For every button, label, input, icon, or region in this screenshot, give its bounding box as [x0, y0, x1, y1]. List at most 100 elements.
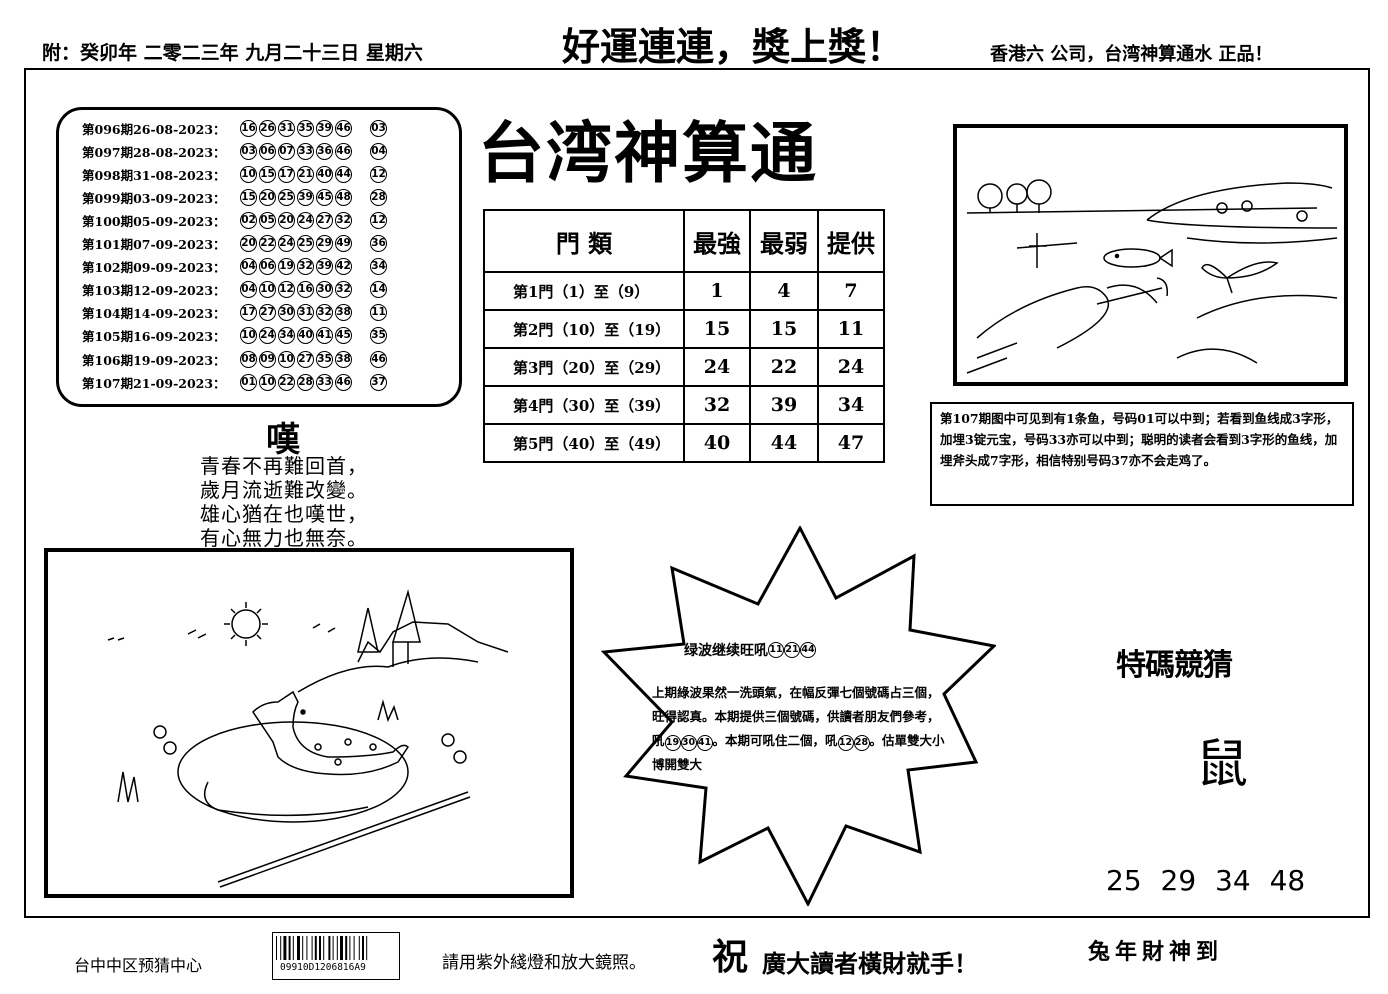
special-ball: 11 — [370, 304, 387, 322]
number-ball: 34 — [278, 327, 295, 345]
number-ball: 07 — [278, 142, 295, 160]
number-ball: 48 — [335, 188, 352, 206]
number-ball: 04 — [240, 258, 257, 276]
draw-label: 第099期03-09-2023： — [82, 190, 226, 206]
weak-cell: 22 — [749, 347, 819, 387]
number-ball: 30 — [680, 735, 697, 751]
draw-label: 第101期07-09-2023： — [82, 237, 226, 252]
draw-label: 第102期09-09-2023： — [82, 260, 226, 276]
number-ball: 21 — [784, 642, 800, 658]
number-ball: 21 — [297, 165, 314, 183]
number-ball: 15 — [259, 165, 276, 183]
puzzle-picture — [953, 124, 1348, 386]
number-ball: 28 — [297, 373, 314, 391]
number-ball: 39 — [297, 188, 314, 206]
number-ball: 24 — [297, 211, 314, 229]
poem-title: 嘆 — [266, 420, 300, 460]
special-ball: 34 — [370, 258, 387, 276]
number-ball: 38 — [335, 350, 352, 368]
offer-cell: 11 — [817, 309, 885, 349]
guess-animal: 鼠 — [1196, 735, 1249, 795]
star-text: 。估單雙大小 博開雙大 — [652, 733, 945, 772]
number-ball: 40 — [316, 165, 333, 183]
number-ball: 35 — [316, 350, 333, 368]
number-ball: 02 — [240, 211, 257, 229]
star-text: 上期綠波果然一洗頭氣，在幅反彈七個號碼占三個，旺得認真。本期提供三個號碼，供讀者… — [652, 685, 940, 748]
weak-cell: 4 — [749, 271, 819, 311]
number-ball: 04 — [240, 281, 257, 299]
table-row: 第4門（30）至（39） 32 39 34 — [483, 385, 885, 425]
header-slogan: 好運連連，獎上獎！ — [562, 25, 905, 69]
draw-label: 第104期14-09-2023： — [82, 306, 226, 322]
offer-cell: 47 — [817, 423, 885, 463]
strong-cell: 1 — [683, 271, 751, 311]
number-ball: 46 — [335, 119, 352, 137]
poem: 青春不再難回首， 歲月流逝難改變。 雄心猶在也嘆世， 有心無力也無奈。 — [200, 454, 368, 550]
footer-right: 兔年財神到 — [1088, 939, 1224, 965]
star-burst — [600, 526, 996, 906]
number-ball: 01 — [240, 373, 257, 391]
deer-drawing — [107, 589, 509, 888]
number-ball: 10 — [240, 165, 257, 183]
footer-zhu: 祝 — [712, 937, 749, 978]
gate-cell: 第2門（10）至（19） — [483, 309, 685, 349]
footer-notice: 請用紫外綫燈和放大鏡照。 — [442, 953, 646, 973]
header-date: 附：癸卯年 二零二三年 九月二十三日 星期六 — [42, 42, 423, 64]
footer-left: 台中中区预猜中心 — [74, 956, 203, 975]
special-ball: 36 — [370, 235, 387, 252]
puzzle-drawing — [966, 179, 1338, 374]
number-ball: 36 — [316, 142, 333, 160]
number-ball: 32 — [297, 258, 314, 276]
draw-label: 第098期31-08-2023： — [82, 167, 226, 183]
number-ball: 17 — [278, 165, 295, 183]
number-ball: 45 — [335, 327, 352, 345]
number-ball: 06 — [259, 258, 276, 276]
number-ball: 11 — [768, 642, 784, 658]
offer-cell: 7 — [817, 271, 885, 311]
star-title: 绿波继续旺吼 11 21 44 — [684, 640, 816, 660]
barcode-icon — [276, 936, 368, 960]
strong-cell: 40 — [683, 423, 751, 463]
special-ball: 46 — [370, 350, 387, 368]
draw-label: 第100期05-09-2023： — [82, 213, 226, 229]
number-ball: 05 — [259, 211, 276, 229]
gate-cell: 第1門（1）至（9） — [483, 271, 685, 311]
number-ball: 30 — [316, 281, 333, 299]
number-ball: 26 — [259, 119, 276, 137]
star-body: 上期綠波果然一洗頭氣，在幅反彈七個號碼占三個，旺得認真。本期提供三個號碼，供讀者… — [652, 681, 946, 777]
guess-numbers: 25 29 34 48 — [1106, 864, 1306, 897]
special-ball: 03 — [370, 119, 387, 137]
number-ball: 49 — [335, 235, 352, 252]
puzzle-explanation: 第107期图中可见到有1条鱼，号码01可以中到；若看到鱼线成3字形，加埋3锭元宝… — [930, 402, 1354, 506]
number-ball: 42 — [335, 258, 352, 276]
number-ball: 17 — [240, 304, 257, 322]
number-ball: 12 — [278, 281, 295, 299]
header-weak: 最弱 — [749, 209, 819, 273]
special-ball: 37 — [370, 373, 387, 391]
number-ball: 44 — [335, 165, 352, 183]
weak-cell: 39 — [749, 385, 819, 425]
number-ball: 28 — [853, 735, 870, 751]
number-ball: 27 — [316, 211, 333, 229]
barcode-number: 09910D1206816A9 — [280, 962, 366, 973]
offer-cell: 34 — [817, 385, 885, 425]
number-ball: 25 — [278, 188, 295, 206]
gate-cell: 第3門（20）至（29） — [483, 347, 685, 387]
number-ball: 06 — [259, 142, 276, 160]
number-ball: 24 — [259, 327, 276, 345]
draw-label: 第105期16-09-2023： — [82, 329, 226, 345]
star-burst-shape — [600, 526, 996, 906]
number-ball: 30 — [278, 304, 295, 322]
number-ball: 03 — [240, 142, 257, 160]
table-row: 第2門（10）至（19） 15 15 11 — [483, 309, 885, 349]
number-ball: 10 — [259, 373, 276, 391]
strong-cell: 15 — [683, 309, 751, 349]
number-ball: 20 — [240, 235, 257, 252]
barcode — [272, 932, 400, 980]
poem-line: 歲月流逝難改變。 — [200, 478, 368, 502]
draw-label: 第107期21-09-2023： — [82, 375, 226, 391]
